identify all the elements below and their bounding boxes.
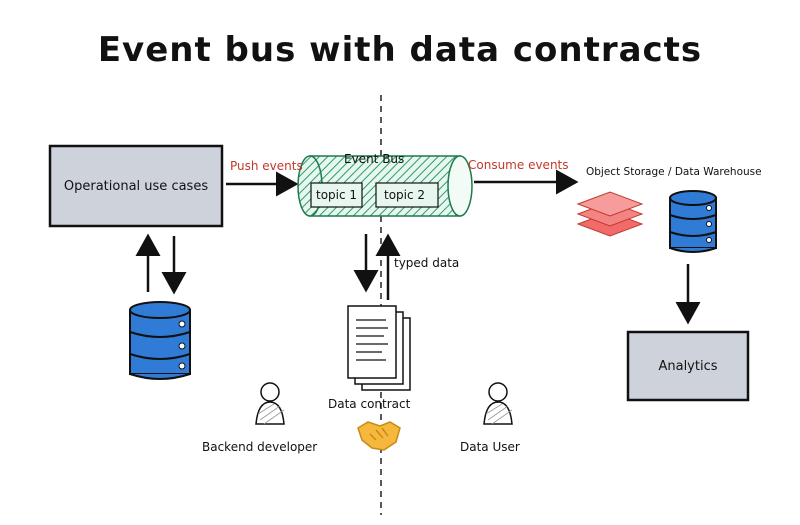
- analytics-box: [626, 330, 750, 402]
- event-bus-label: Event Bus: [344, 152, 405, 166]
- data-user-label: Data User: [460, 440, 520, 454]
- diagram-title: Event bus with data contracts: [97, 30, 703, 70]
- operational-box: [48, 144, 224, 228]
- typed-data-label: typed data: [394, 256, 460, 270]
- database-icon: [129, 301, 191, 380]
- storage-label: Object Storage / Data Warehouse: [586, 166, 762, 178]
- layers-icon: [576, 191, 644, 237]
- backend-developer-label: Backend developer: [202, 440, 318, 454]
- analytics-label: Analytics: [658, 358, 718, 374]
- user-icon: [483, 382, 513, 425]
- push-events-label: Push events: [230, 159, 303, 173]
- warehouse-database-icon: [669, 190, 717, 253]
- handshake-icon: [357, 421, 401, 451]
- operational-label: Operational use cases: [63, 178, 209, 194]
- topic2-label: topic 2: [384, 188, 426, 202]
- event-bus-pipe: [297, 155, 473, 217]
- topic1-label: topic 1: [316, 188, 358, 202]
- consume-events-label: Consume events: [468, 158, 569, 172]
- user-icon: [255, 382, 285, 425]
- data-contract-label: Data contract: [328, 397, 411, 411]
- document-stack-icon: [347, 305, 411, 391]
